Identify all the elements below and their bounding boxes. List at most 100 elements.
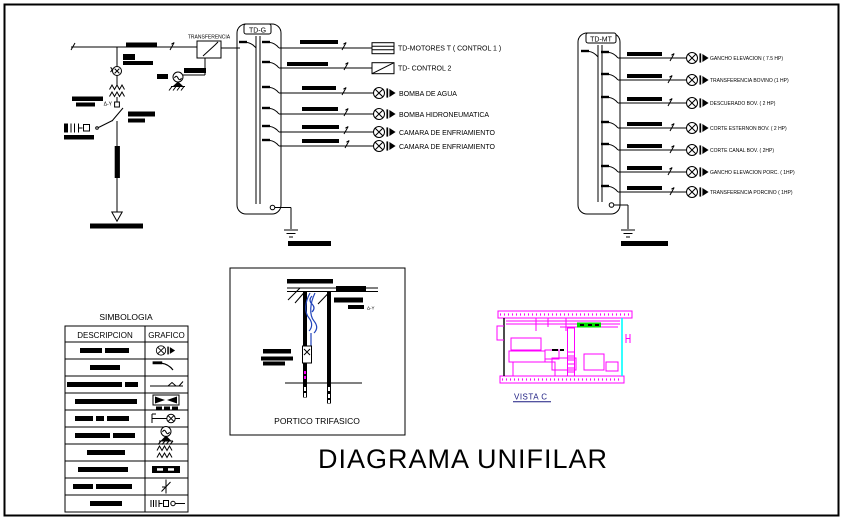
pole-transformer-icon: [302, 345, 312, 364]
panel-name: TD-G: [249, 27, 266, 34]
main-breaker-icon: [237, 40, 258, 50]
redacted-text-bar: [75, 399, 137, 404]
conductor-count-icon: [667, 98, 673, 107]
circuit-row: TRANSFERENCIA PORCINO ( 1HP): [599, 184, 793, 199]
redacted-text-bar: [90, 223, 143, 229]
symbology-table: SIMBOLOGIA DESCRIPCION GRAFICO: [64, 312, 189, 513]
fuse-icon: [114, 101, 120, 108]
panel-name: TD-MT: [590, 36, 612, 43]
panel-tdg: TD-G: [236, 23, 331, 246]
tdmt-circuits: GANCHO ELEVACION ( 7.5 HP) TRANSFERENCIA…: [599, 50, 795, 199]
disconnect-switch-icon: [111, 107, 124, 122]
redacted-text-bar: [336, 286, 366, 291]
ground-icon: [283, 229, 299, 238]
circuit-row: TD-MOTORES T ( CONTROL 1 ): [260, 40, 501, 55]
redacted-text-bar: [67, 382, 122, 387]
ground-tap: [608, 202, 615, 208]
redacted-text-bar: [627, 52, 662, 56]
motor-icon: [155, 345, 176, 356]
redacted-text-bar: [113, 433, 135, 438]
breaker-icon: [260, 40, 281, 50]
circuit-row: DESCUERADO BOV. ( 2 HP): [599, 95, 776, 110]
conductor-count-icon: [667, 167, 673, 176]
load-label: CAMARA DE ENFRIAMIENTO: [399, 144, 495, 151]
redacted-text-bar: [302, 125, 339, 129]
meter-icon: [110, 66, 122, 76]
conductor-count-icon: [343, 126, 349, 135]
breaker-icon: [260, 85, 281, 95]
pole: [327, 291, 331, 404]
circuit-row: CORTE CANAL BOV. ( 2HP): [599, 142, 774, 157]
conductor-count-icon: [669, 53, 675, 62]
conductor-count-icon: [669, 187, 675, 196]
redacted-text-bar: [73, 484, 93, 489]
redacted-text-bar: [627, 186, 662, 190]
redacted-text-bar: [90, 501, 122, 506]
redacted-text-bar: [75, 416, 93, 421]
breaker-icon: [151, 361, 175, 372]
breaker-icon: [599, 184, 620, 194]
main-breaker-icon: [579, 49, 600, 59]
load-label: GANCHO ELEVACION PORC. ( 1HP): [710, 170, 795, 176]
panel-outline: [577, 32, 621, 215]
portico-trifasico: Δ-Y PORTICO TRIFASICO: [229, 267, 406, 436]
circuit-row: CAMARA DE ENFRIAMIENTO: [260, 138, 495, 153]
breaker-icon: [599, 50, 620, 60]
bottom-slab: [499, 375, 625, 384]
conductor-count-icon: [669, 123, 675, 132]
redacted-text-bar: [125, 382, 138, 387]
load-label: TRANSFERENCIA BOVINO (1 HP): [710, 78, 789, 84]
feeder-conductor-icon: [150, 381, 184, 387]
breaker-icon: [599, 142, 620, 152]
conductor-count-icon: [169, 42, 175, 51]
load-label: TD-MOTORES T ( CONTROL 1 ): [398, 46, 501, 53]
column-header-graphic: GRAFICO: [148, 331, 184, 340]
top-slab: [497, 310, 633, 319]
breaker-icon: [599, 95, 620, 105]
breaker-icon: [599, 72, 620, 82]
motor-icon: [685, 73, 710, 87]
redacted-text-bar: [263, 349, 291, 354]
redacted-text-bar: [621, 241, 668, 246]
cable-bar: [114, 146, 120, 178]
busbar: [597, 45, 603, 202]
redacted-text-bar: [288, 241, 331, 246]
pole: [303, 291, 307, 398]
redacted-text-bar: [627, 122, 662, 126]
circuit-row: CORTE ESTERNON BOV. ( 2 HP): [599, 120, 787, 135]
circuit-row: TD- CONTROL 2: [260, 60, 452, 75]
transfer-switch-label: TRANSFERENCIA: [188, 35, 231, 41]
tdg-circuits: TD-MOTORES T ( CONTROL 1 ) TD- CONTROL 2…: [260, 40, 501, 153]
circuit-row: GANCHO ELEVACION ( 7.5 HP): [599, 50, 783, 65]
circuit-row: TRANSFERENCIA BOVINO (1 HP): [599, 72, 789, 87]
load-label: TRANSFERENCIA PORCINO ( 1HP): [710, 190, 793, 196]
redacted-text-bar: [263, 361, 285, 366]
jumper-coils: [305, 292, 318, 346]
motor-icon: [685, 121, 710, 135]
symbology-row: [73, 479, 171, 494]
breaker-icon: [599, 120, 620, 130]
load-label: DESCUERADO BOV. ( 2 HP): [710, 101, 776, 107]
load-label: CORTE CANAL BOV. ( 2HP): [710, 148, 774, 154]
redacted-text-bar: [80, 348, 102, 353]
redacted-text-bar: [302, 107, 338, 111]
conductor-count-icon: [669, 145, 675, 154]
portico-frame: [229, 267, 406, 436]
symbology-row: [90, 500, 185, 507]
load-label: TD- CONTROL 2: [398, 66, 452, 73]
conductor-count-icon: [343, 62, 349, 71]
redacted-text-bar: [302, 139, 339, 143]
transfer-switch-icon: [152, 394, 180, 410]
vista-c: VISTA C: [496, 310, 633, 403]
motor-icon: [685, 185, 710, 199]
symbology-row: [80, 345, 176, 356]
generator-icon: [157, 426, 174, 445]
meter-ground-icon: [150, 500, 185, 507]
redacted-text-bar: [627, 166, 662, 170]
redacted-text-bar: [184, 68, 206, 73]
redacted-text-bar: [261, 356, 293, 361]
load-label: GANCHO ELEVACION ( 7.5 HP): [710, 56, 783, 62]
redacted-text-bar: [627, 74, 662, 78]
motor-icon: [372, 86, 397, 100]
